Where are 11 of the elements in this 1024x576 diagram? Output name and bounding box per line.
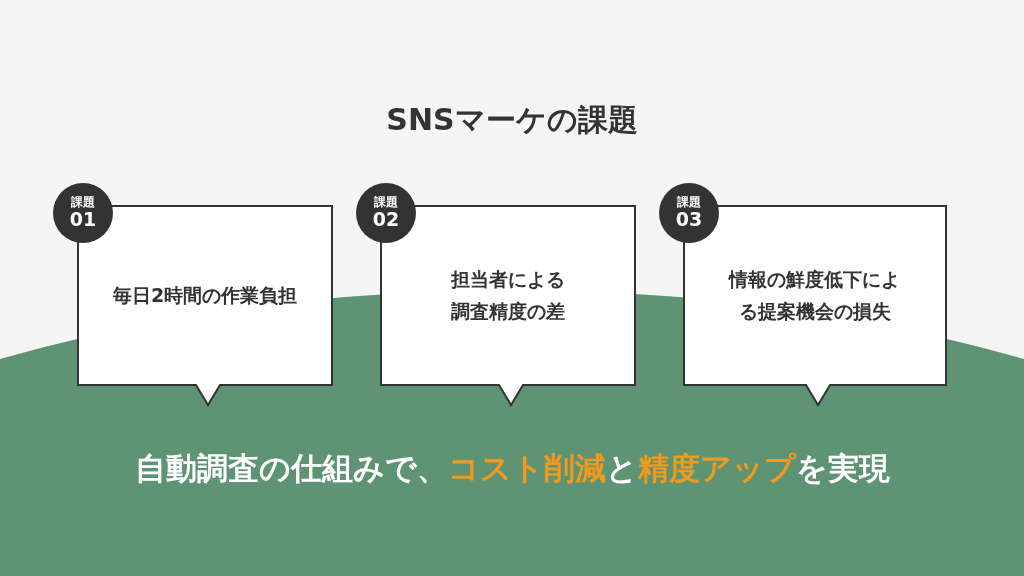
summary-text: 自動調査の仕組みで、コスト削減と精度アップを実現 [133,449,891,488]
badge-label: 課題 [71,195,95,210]
badge-number: 03 [675,209,703,231]
issue-text: 毎日2時間の作業負担 [112,282,298,308]
badge-number: 01 [69,209,97,231]
title: SNSマーケの課題 [385,101,639,139]
badge-number: 02 [372,209,400,231]
badge-label: 課題 [374,195,398,210]
issue-text: 担当者による調査精度の差 [449,266,566,324]
issue-text: 情報の鮮度低下による提案機会の損失 [727,266,902,324]
badge-label: 課題 [677,195,701,210]
